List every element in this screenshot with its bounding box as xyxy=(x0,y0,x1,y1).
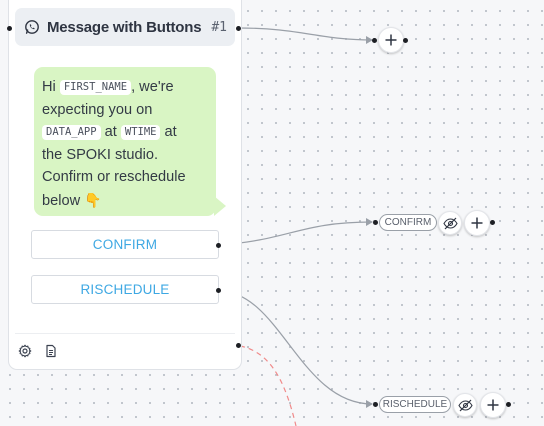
variable-chip: WTIME xyxy=(120,125,161,140)
reschedule-hide-branch-button[interactable] xyxy=(453,393,477,417)
reschedule-branch-input-handle[interactable] xyxy=(373,402,378,407)
reschedule-output-handle[interactable] xyxy=(216,288,221,293)
message-bubble[interactable]: Hi FIRST_NAME, we're expecting you on DA… xyxy=(34,67,216,216)
confirm-branch-label[interactable]: CONFIRM xyxy=(379,214,437,231)
reschedule-branch-output-handle[interactable] xyxy=(506,402,511,407)
confirm-button[interactable]: CONFIRM xyxy=(31,230,219,259)
add-step-button[interactable] xyxy=(378,27,404,53)
gear-icon[interactable] xyxy=(18,344,32,358)
message-text: Hi xyxy=(42,79,60,95)
fallback-output-handle[interactable] xyxy=(236,343,241,348)
reschedule-button[interactable]: RISCHEDULE xyxy=(31,275,219,304)
message-text: , we're xyxy=(131,79,174,95)
plus-icon xyxy=(470,216,484,230)
plus-icon xyxy=(384,33,398,47)
eye-off-icon xyxy=(442,217,458,230)
confirm-output-handle[interactable] xyxy=(216,243,221,248)
output-handle[interactable] xyxy=(236,26,241,31)
reschedule-branch-label[interactable]: RISCHEDULE xyxy=(379,396,451,413)
reschedule-add-step-button[interactable] xyxy=(480,392,506,418)
bubble-tail xyxy=(214,196,226,216)
pointing-down-emoji: 👇 xyxy=(84,191,102,208)
message-with-buttons-node[interactable]: Message with Buttons #1 Hi FIRST_NAME, w… xyxy=(8,0,242,370)
add-step-output-handle[interactable] xyxy=(403,38,408,43)
node-header[interactable]: Message with Buttons #1 xyxy=(15,8,235,46)
footer-divider xyxy=(15,333,235,334)
confirm-branch-input-handle[interactable] xyxy=(373,220,378,225)
message-text: at xyxy=(164,124,177,140)
eye-off-icon xyxy=(457,399,473,412)
edge-dashed-fallback xyxy=(239,345,297,426)
confirm-hide-branch-button[interactable] xyxy=(438,211,462,235)
edge-main-output xyxy=(238,27,373,41)
whatsapp-icon xyxy=(24,19,40,35)
add-step-input-handle[interactable] xyxy=(372,38,377,43)
document-icon[interactable] xyxy=(44,344,58,358)
node-index: #1 xyxy=(211,19,227,35)
variable-chip: FIRST_NAME xyxy=(59,80,132,95)
variable-chip: DATA_APP xyxy=(42,125,101,140)
message-text: Confirm or reschedule xyxy=(42,169,186,185)
input-handle[interactable] xyxy=(7,26,12,31)
message-text: the SPOKI studio. xyxy=(42,146,159,163)
message-text: below xyxy=(42,192,81,209)
confirm-branch-output-handle[interactable] xyxy=(490,220,495,225)
confirm-add-step-button[interactable] xyxy=(464,210,490,236)
node-title: Message with Buttons xyxy=(47,18,202,36)
plus-icon xyxy=(486,398,500,412)
message-text: at xyxy=(104,124,117,140)
message-text: expecting you on xyxy=(42,101,153,118)
